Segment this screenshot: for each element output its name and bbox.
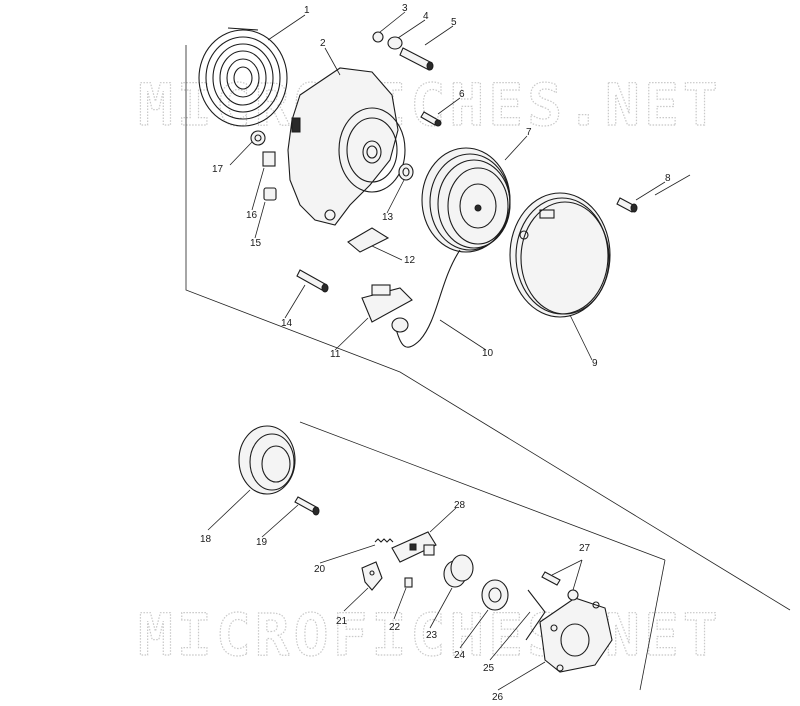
callout-19: 19	[256, 537, 268, 548]
bolt-14	[296, 269, 329, 293]
mounting-plate	[539, 597, 613, 673]
starter-handle	[361, 284, 413, 333]
pawl	[361, 561, 383, 591]
callout-22: 22	[389, 622, 401, 633]
bushing-15	[263, 187, 277, 201]
callout-11: 11	[330, 349, 341, 360]
starter-cover	[509, 192, 611, 318]
callout-14: 14	[281, 318, 293, 329]
bracket	[391, 531, 437, 563]
callout-5: 5	[451, 17, 457, 28]
callout-2: 2	[320, 38, 326, 49]
callout-27: 27	[579, 543, 591, 554]
pin	[404, 577, 413, 588]
callout-23: 23	[426, 630, 438, 641]
callout-4: 4	[423, 11, 429, 22]
bolt-19	[294, 496, 320, 516]
callout-12: 12	[404, 255, 416, 266]
bolt-washer-set	[372, 31, 434, 71]
callout-24: 24	[454, 650, 466, 661]
washer-13	[398, 163, 414, 181]
watermark-top: MICROFICHES.NET	[138, 71, 722, 139]
callout-26: 26	[492, 692, 504, 703]
screw-set	[541, 571, 579, 601]
callout-9: 9	[592, 358, 598, 369]
watermark-bottom: MICROFICHES.NET	[138, 601, 722, 669]
leader-lines	[207, 11, 666, 691]
callout-28: 28	[454, 500, 466, 511]
callout-13: 13	[382, 212, 394, 223]
callout-7: 7	[526, 127, 532, 138]
callout-1: 1	[304, 5, 310, 16]
callout-21: 21	[336, 616, 348, 627]
callout-10: 10	[482, 348, 494, 359]
callout-25: 25	[483, 663, 495, 674]
rope-insert	[347, 227, 390, 253]
ratchet-cup	[238, 425, 296, 495]
bolt-8	[616, 197, 638, 213]
callout-20: 20	[314, 564, 326, 575]
callout-18: 18	[200, 534, 212, 545]
pulley	[421, 147, 511, 253]
callout-16: 16	[246, 210, 258, 221]
washer-17	[250, 130, 266, 146]
cam	[443, 554, 474, 588]
wire-spring	[525, 589, 546, 641]
callout-17: 17	[212, 164, 224, 175]
callout-6: 6	[459, 89, 465, 100]
starter-rope	[394, 249, 461, 348]
callout-3: 3	[402, 3, 408, 14]
nut-16	[262, 151, 276, 167]
starter-housing	[287, 67, 406, 226]
bushing-24	[481, 579, 509, 611]
recoil-spring	[198, 27, 288, 127]
bolt-6	[420, 111, 442, 127]
callout-labels: 1 2 3 4 5 6 7 8 9 10 11 12 13 14 15 16 1…	[200, 3, 671, 703]
callout-15: 15	[250, 238, 262, 249]
assembly-frame	[185, 45, 791, 691]
callout-8: 8	[665, 173, 671, 184]
pawl-spring	[374, 538, 394, 543]
